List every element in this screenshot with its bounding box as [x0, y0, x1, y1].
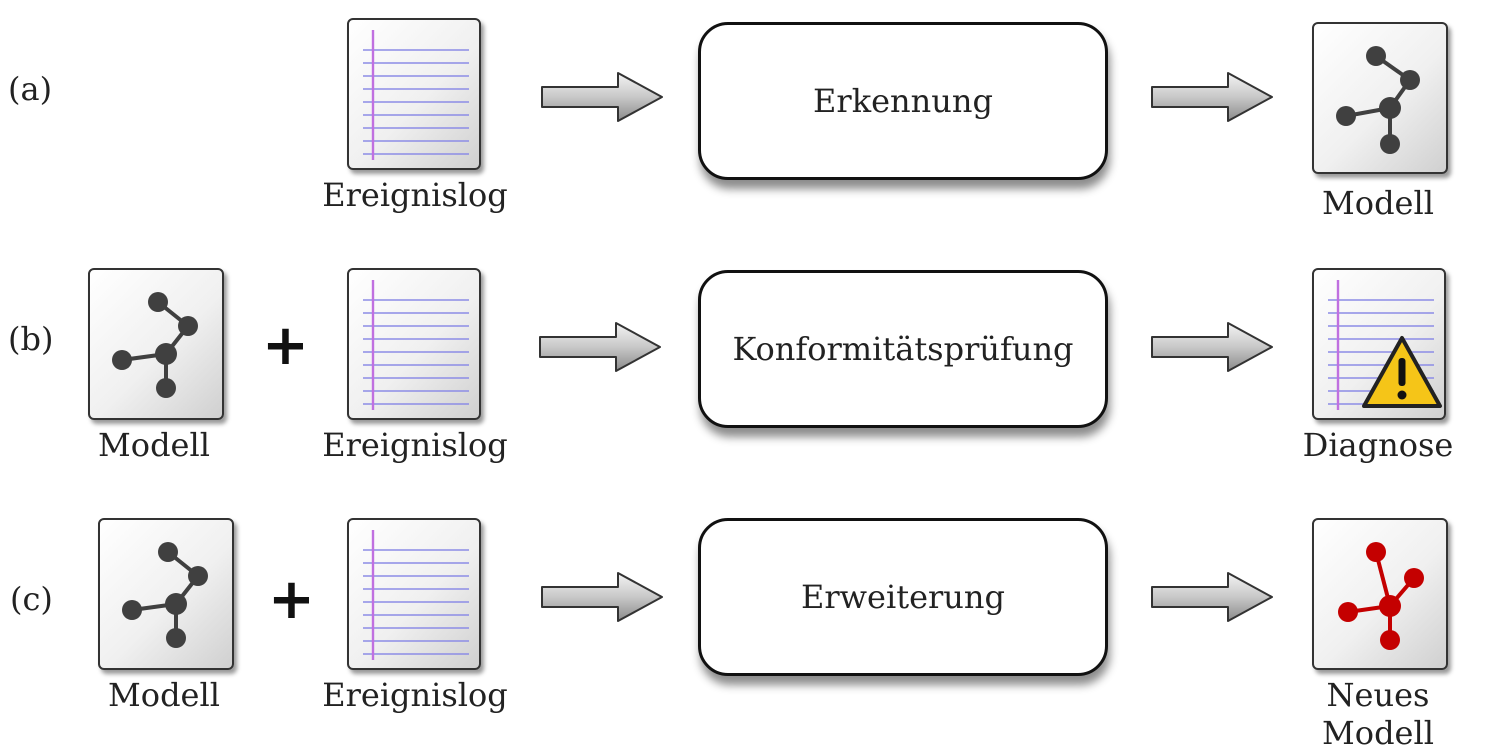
event-log-icon: [347, 268, 481, 420]
caption-ereignislog-a: Ereignislog: [322, 176, 508, 214]
process-box-erkennung: Erkennung: [698, 22, 1108, 180]
notepad-icon: [363, 280, 469, 410]
event-log-icon: [347, 518, 481, 670]
caption-modell-b: Modell: [98, 426, 210, 464]
process-box-konformitaetspruefung: Konformitätsprüfung: [698, 270, 1108, 428]
arrow-right-icon: [1151, 72, 1273, 122]
arrow-right-icon: [539, 322, 661, 372]
plus-sign: +: [262, 313, 309, 378]
caption-modell-a: Modell: [1322, 184, 1434, 222]
caption-ereignislog-b: Ereignislog: [322, 426, 508, 464]
notepad-icon: [1328, 280, 1442, 410]
process-label: Erweiterung: [800, 578, 1005, 616]
arrow-right-icon: [1151, 322, 1273, 372]
graph-model-icon: [1338, 542, 1424, 650]
row-label-b: (b): [8, 320, 54, 358]
caption-modell-c: Modell: [108, 676, 220, 714]
model-input-icon: [98, 518, 234, 670]
plus-sign: +: [268, 567, 315, 632]
diagnose-output-icon: [1312, 268, 1446, 420]
caption-ereignislog-c: Ereignislog: [322, 676, 508, 714]
caption-diagnose: Diagnose: [1302, 426, 1454, 464]
arrow-right-icon: [541, 572, 663, 622]
event-log-icon: [347, 18, 481, 170]
model-output-icon: [1312, 22, 1448, 174]
notepad-icon: [363, 530, 469, 660]
process-box-erweiterung: Erweiterung: [698, 518, 1108, 676]
arrow-right-icon: [541, 72, 663, 122]
process-label: Konformitätsprüfung: [732, 330, 1074, 368]
graph-model-icon: [112, 292, 198, 398]
model-input-icon: [88, 268, 224, 420]
row-label-c: (c): [10, 580, 53, 618]
arrow-right-icon: [1151, 572, 1273, 622]
caption-neues-modell: Neues Modell: [1322, 676, 1434, 752]
process-label: Erkennung: [813, 82, 993, 120]
new-model-output-icon: [1312, 518, 1448, 670]
graph-model-icon: [1336, 46, 1420, 154]
warning-triangle-icon: [1362, 336, 1442, 408]
row-label-a: (a): [8, 70, 53, 108]
notepad-icon: [363, 30, 469, 160]
graph-model-icon: [122, 542, 208, 648]
